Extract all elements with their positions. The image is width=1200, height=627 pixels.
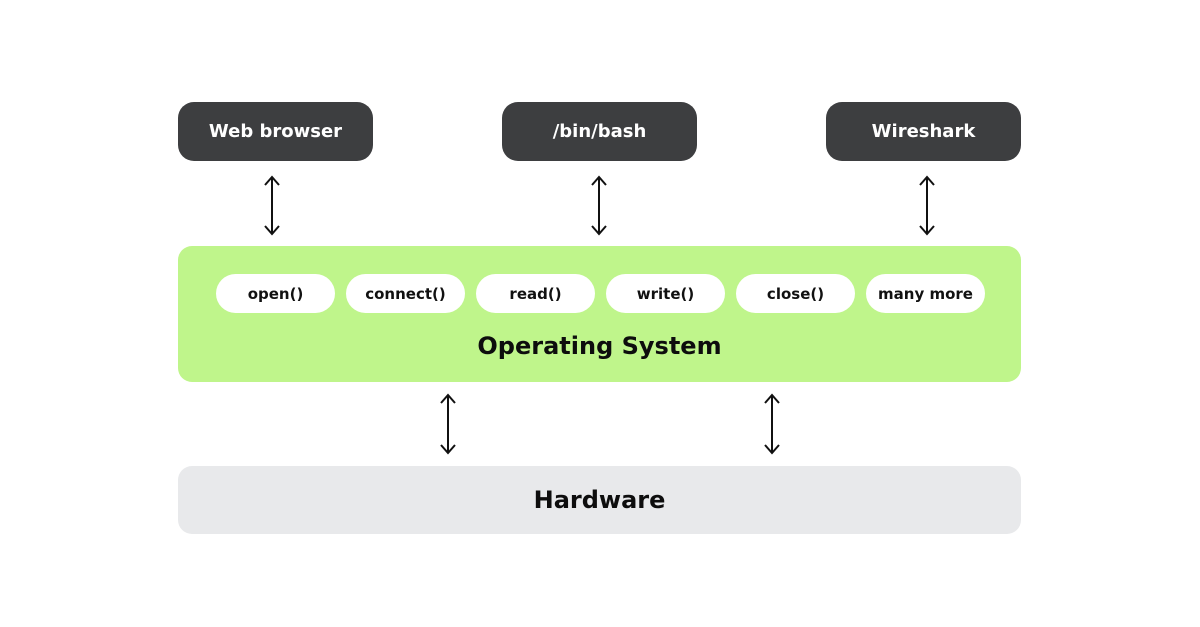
- syscall-pill-open: open(): [216, 274, 335, 313]
- app-box-wireshark: Wireshark: [826, 102, 1021, 161]
- syscall-pill-write: write(): [606, 274, 725, 313]
- arrow-wireshark-os: [919, 175, 935, 236]
- syscall-pill-read: read(): [476, 274, 595, 313]
- arrow-web-browser-os: [264, 175, 280, 236]
- arrow-os-hardware-left: [440, 393, 456, 455]
- arrow-os-hardware-right: [764, 393, 780, 455]
- syscall-list: open() connect() read() write() close() …: [216, 274, 985, 313]
- arrow-bash-os: [591, 175, 607, 236]
- hardware-box: Hardware: [178, 466, 1021, 534]
- app-label: Web browser: [208, 121, 343, 142]
- app-box-web-browser: Web browser: [178, 102, 373, 161]
- app-label: /bin/bash: [552, 121, 647, 142]
- operating-system-title: Operating System: [477, 332, 722, 360]
- syscall-pill-many-more: many more: [866, 274, 985, 313]
- syscall-pill-close: close(): [736, 274, 855, 313]
- operating-system-box: open() connect() read() write() close() …: [178, 246, 1021, 382]
- app-box-bash: /bin/bash: [502, 102, 697, 161]
- app-label: Wireshark: [871, 121, 976, 142]
- syscall-pill-connect: connect(): [346, 274, 465, 313]
- hardware-title: Hardware: [533, 486, 666, 514]
